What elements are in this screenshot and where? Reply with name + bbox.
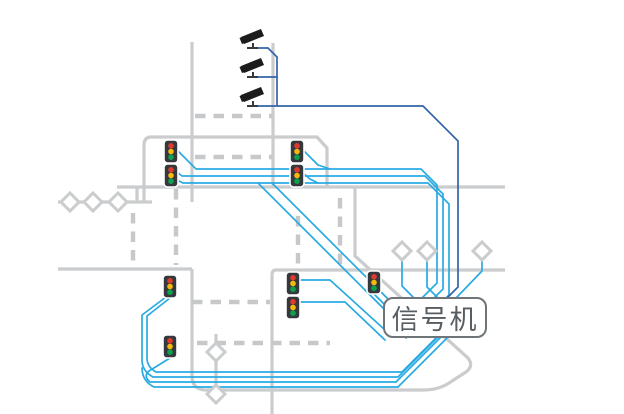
detector-diamond-icon [107, 191, 129, 213]
road-bottom-loop [190, 187, 473, 392]
detector-cable [454, 259, 483, 300]
signal-controller-label-text: 信号机 [391, 305, 479, 335]
detector-diamond-icon [82, 191, 104, 213]
detector-diamond-icon [205, 341, 227, 363]
detector-diamond-icon [471, 240, 493, 262]
detector-diamond-icon [391, 240, 413, 262]
traffic-light-icon [162, 274, 178, 299]
detector-cable [401, 259, 415, 299]
traffic-light-icon [163, 139, 179, 164]
cctv-camera-icons [238, 28, 265, 107]
traffic-light-icon [285, 271, 301, 296]
traffic-light-icon [285, 295, 301, 320]
signal-cable [145, 333, 445, 383]
signal-cable [146, 297, 438, 373]
traffic-light-icon [163, 163, 179, 188]
road-lower-right-horizontal [270, 268, 505, 414]
signal-cable [302, 149, 331, 170]
traffic-light-icon [289, 163, 305, 188]
signal-cable [298, 279, 386, 331]
signal-cable [141, 296, 441, 378]
cctv-camera-icon [238, 57, 265, 78]
signal-controller-label: 信号机 [383, 297, 487, 338]
detector-diamond-icon [416, 240, 438, 262]
signal-cable [257, 182, 387, 312]
traffic-light-icon [289, 139, 305, 164]
cctv-camera-icon [238, 28, 265, 49]
lane-markings [130, 113, 343, 346]
signal-cable [141, 337, 448, 388]
road-top-left-corner [142, 135, 151, 202]
road-network [58, 42, 505, 414]
camera-cable [257, 47, 278, 58]
detector-cable [426, 259, 440, 300]
signal-cables [141, 149, 483, 388]
detector-diamond-icon [59, 191, 81, 213]
signal-cable [298, 301, 386, 341]
signal-cable [302, 172, 319, 184]
traffic-light-icon [366, 270, 382, 295]
traffic-light-icon [162, 334, 178, 359]
cctv-camera-icon [238, 86, 265, 107]
